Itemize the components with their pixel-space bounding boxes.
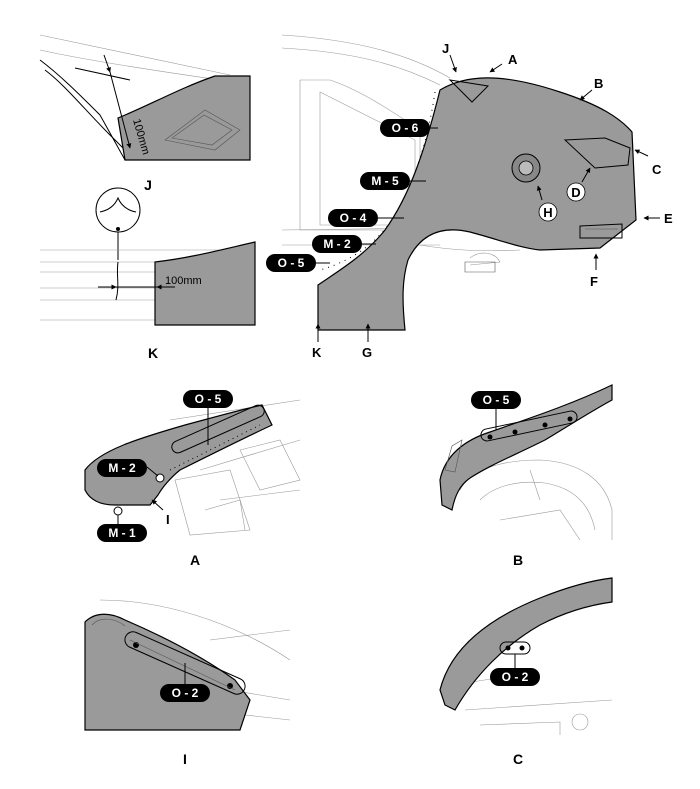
arrow-j: J <box>442 41 457 73</box>
a-panel-section <box>84 404 273 506</box>
svg-text:M - 2: M - 2 <box>323 237 351 251</box>
c-panel-section <box>439 577 613 711</box>
arrow-c: C <box>634 149 662 177</box>
svg-text:E: E <box>664 211 673 226</box>
callout-m2: M - 2 <box>312 235 376 253</box>
detail-c: O - 2 C <box>439 577 613 767</box>
b-panel-section <box>439 384 613 511</box>
arrow-e: E <box>643 211 673 226</box>
svg-text:O - 2: O - 2 <box>502 670 529 684</box>
arrow-g: G <box>362 323 372 360</box>
quarter-panel <box>317 77 637 331</box>
detail-c-callout-o2: O - 2 <box>490 654 540 686</box>
svg-text:G: G <box>362 345 372 360</box>
caption-i: I <box>183 751 187 767</box>
detail-b: O - 5 B <box>439 384 613 568</box>
i-panel-section <box>84 613 251 731</box>
detail-i-callout-o2: O - 2 <box>160 663 210 702</box>
svg-text:O - 5: O - 5 <box>483 393 510 407</box>
detail-a-callout-m2: M - 2 <box>97 459 159 477</box>
detail-a-callout-m1: M - 1 <box>97 515 147 542</box>
svg-text:O - 5: O - 5 <box>195 392 222 406</box>
detail-i: O - 2 I <box>84 599 291 767</box>
svg-text:O - 5: O - 5 <box>278 256 305 270</box>
k-dimension-label: 100mm <box>165 275 202 287</box>
caption-j: J <box>144 177 152 193</box>
svg-text:H: H <box>543 205 552 220</box>
arrow-h: H <box>536 185 558 222</box>
weld-zoom-circle <box>95 187 141 233</box>
caption-c: C <box>513 751 523 767</box>
detail-a-arrow-i: I <box>151 499 170 527</box>
callout-o5: O - 5 <box>266 254 330 272</box>
svg-text:B: B <box>594 76 603 91</box>
k-panel-section <box>154 241 256 326</box>
callout-m5: M - 5 <box>360 172 426 190</box>
detail-a: O - 5 M - 2 M - 1 I A <box>84 390 301 568</box>
svg-text:O - 6: O - 6 <box>392 121 419 135</box>
svg-text:A: A <box>508 52 518 67</box>
svg-text:K: K <box>312 345 322 360</box>
arrow-d: D <box>566 167 591 202</box>
detail-k: 100mm K <box>40 187 256 361</box>
svg-text:O - 2: O - 2 <box>172 686 199 700</box>
svg-text:M - 2: M - 2 <box>108 461 136 475</box>
callout-o4: O - 4 <box>328 209 404 227</box>
caption-a: A <box>190 552 200 568</box>
caption-k: K <box>148 345 158 361</box>
caption-b: B <box>513 552 523 568</box>
arrow-b: B <box>579 76 603 101</box>
detail-j: 100mm J <box>39 34 251 193</box>
svg-text:I: I <box>166 512 170 527</box>
svg-text:C: C <box>652 162 662 177</box>
svg-text:M - 1: M - 1 <box>108 526 136 540</box>
j-panel-section <box>117 75 251 161</box>
svg-text:J: J <box>442 41 449 56</box>
svg-text:D: D <box>571 185 580 200</box>
callout-o6: O - 6 <box>380 119 438 137</box>
detail-b-callout-o5: O - 5 <box>471 391 521 430</box>
arrow-f: F <box>590 253 599 289</box>
svg-text:M - 5: M - 5 <box>371 174 399 188</box>
svg-text:F: F <box>590 274 598 289</box>
arrow-a: A <box>489 52 518 73</box>
svg-text:O - 4: O - 4 <box>340 211 367 225</box>
arrow-k: K <box>312 323 322 360</box>
detail-a-callout-o5: O - 5 <box>183 390 233 445</box>
main-quarter-view: J A B C D H E F <box>266 34 673 360</box>
